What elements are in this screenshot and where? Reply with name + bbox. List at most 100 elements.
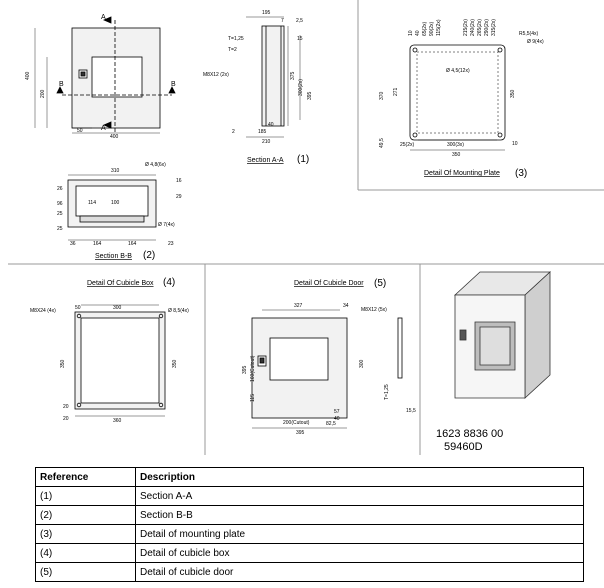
dim-label: 50 (75, 305, 81, 311)
table-row: (4) Detail of cubicle box (35, 543, 584, 563)
dim-label: 265(2x) (477, 19, 483, 36)
caption-number: (3) (515, 168, 527, 179)
dim-label: 300(3x) (447, 142, 464, 148)
enclosure-3d-illustration (453, 271, 552, 399)
table-cell-description: Detail of mounting plate (135, 524, 584, 544)
dim-label: 395 (296, 430, 305, 436)
dim-label: 2 (232, 129, 235, 135)
dim-label: 7 (281, 18, 284, 24)
dim-label: 57 (334, 409, 340, 415)
dim-label: 20 (63, 404, 69, 410)
caption-number: (4) (163, 277, 175, 288)
dim-label: 100 (111, 200, 120, 206)
table-header-row: Reference Description (35, 467, 584, 487)
table-cell-description: Detail of cubicle box (135, 543, 584, 563)
section-bb-view (67, 174, 157, 241)
dim-label: M8X24 (4x) (30, 308, 56, 314)
dim-label: 65(2x) (422, 21, 428, 36)
dim-label: 90(2x) (429, 21, 435, 36)
dim-label: 25(2x) (400, 142, 415, 148)
dim-label: 300(2x) (298, 79, 304, 96)
cubicle-box-view (74, 304, 166, 417)
dim-label: 164 (93, 241, 102, 247)
dim-label: T=1,25 (228, 36, 244, 42)
column-header-description: Description (135, 467, 584, 487)
dim-label: 350 (172, 359, 178, 368)
table-cell-reference: (1) (35, 486, 136, 506)
dim-label: 200(Cutout) (283, 420, 310, 426)
dim-label: 400 (110, 134, 119, 140)
dim-label: 400 (25, 71, 31, 80)
dim-label: M8X12 (5x) (361, 307, 387, 313)
dim-label: 271 (393, 87, 399, 96)
dim-label: 26 (57, 186, 63, 192)
dim-label: T=2 (228, 47, 237, 53)
dim-label: T=1,25 (384, 384, 390, 400)
dim-label: 360 (113, 418, 122, 424)
table-row: (5) Detail of cubicle door (35, 562, 584, 582)
side-section-view (246, 16, 301, 138)
dim-label: 10 (512, 141, 518, 147)
caption-section-aa: Section A-A (247, 157, 284, 164)
table-row: (2) Section B-B (35, 505, 584, 525)
dim-label: 215(2x) (463, 19, 469, 36)
caption-number: (2) (143, 250, 155, 261)
dim-label: 10 (408, 30, 414, 36)
dim-label: Ø 4,5(12x) (446, 68, 470, 74)
dim-label: 114 (88, 200, 96, 206)
dim-label: 40 (268, 122, 274, 128)
dim-label: 2,5 (296, 18, 303, 24)
section-arrow-label: A (101, 14, 106, 21)
dim-label: 115 (250, 394, 256, 402)
part-code: 59460D (444, 441, 483, 453)
table-row: (3) Detail of mounting plate (35, 524, 584, 544)
dim-label: 160(Cutout) (250, 355, 256, 382)
dim-label: 82,5 (326, 421, 336, 427)
column-header-reference: Reference (35, 467, 136, 487)
dim-label: 350 (452, 152, 461, 158)
dim-label: 16 (176, 178, 182, 184)
dim-label: 375 (290, 71, 296, 80)
caption-number: (1) (297, 154, 309, 165)
dim-label: 350 (60, 359, 66, 368)
dim-label: Ø 8,5(4x) (168, 308, 189, 314)
table-cell-reference: (2) (35, 505, 136, 525)
dim-label: 370 (379, 91, 385, 100)
section-arrow-label: B (171, 81, 176, 88)
dim-label: 395 (307, 91, 313, 100)
dim-label: 25 (57, 211, 63, 217)
dim-label: 15 (297, 36, 303, 42)
dim-label: 25 (57, 226, 63, 232)
front-view (34, 16, 176, 134)
dim-label: 96 (57, 201, 63, 207)
section-arrow-label: B (59, 81, 64, 88)
reference-table: Reference Description (1) Section A-A (2… (35, 467, 584, 582)
dim-label: 210 (262, 139, 271, 145)
dim-label: 185 (258, 129, 267, 135)
table-cell-reference: (4) (35, 543, 136, 563)
table-cell-description: Section B-B (135, 505, 584, 525)
table-row: (1) Section A-A (35, 486, 584, 506)
table-cell-reference: (3) (35, 524, 136, 544)
dim-label: M8X12 (2x) (203, 72, 229, 78)
caption-cubicle-door: Detail Of Cubicle Door (294, 280, 364, 287)
dim-label: 115(2x) (436, 19, 442, 36)
dim-label: 50 (77, 128, 83, 134)
dim-label: 290(2x) (484, 19, 490, 36)
dim-label: 34 (343, 303, 349, 309)
dim-label: R5,5(4x) (519, 31, 539, 37)
dim-label: 315(2x) (491, 19, 497, 36)
caption-cubicle-box: Detail Of Cubicle Box (87, 280, 154, 287)
caption-number: (5) (374, 278, 386, 289)
dim-label: Ø 9(4x) (527, 39, 544, 45)
dim-label: 240(2x) (470, 19, 476, 36)
dim-label: 29 (176, 194, 182, 200)
table-cell-reference: (5) (35, 562, 136, 582)
dim-label: 49,5 (379, 138, 385, 148)
mounting-plate-view (409, 44, 506, 151)
dim-label: 395 (242, 365, 248, 374)
table-cell-description: Detail of cubicle door (135, 562, 584, 582)
dim-label: 200 (40, 89, 46, 98)
table-cell-description: Section A-A (135, 486, 584, 506)
dim-label: 327 (294, 303, 303, 309)
